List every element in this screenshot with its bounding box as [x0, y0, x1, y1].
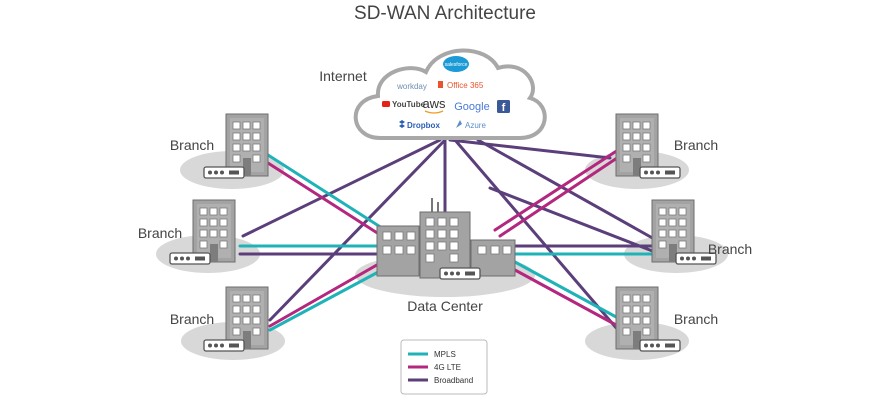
svg-text:Office 365: Office 365 — [447, 81, 484, 90]
branch-router-icon — [639, 166, 681, 179]
svg-text:f: f — [502, 102, 506, 114]
legend-label: Broadband — [434, 376, 473, 385]
azure-logo: Azure — [456, 120, 486, 130]
legend-label: MPLS — [434, 350, 456, 359]
dropbox-logo: Dropbox — [399, 120, 440, 130]
branch-router-icon — [639, 339, 681, 352]
legend-item-mpls: MPLS — [408, 350, 456, 359]
office365-logo: Office 365 — [438, 81, 484, 90]
branch-left-top: Branch — [170, 113, 269, 179]
aws-logo: aws — [422, 96, 446, 114]
youtube-logo: YouTube — [382, 100, 426, 109]
branch-right-top: Branch — [615, 113, 718, 179]
legend-label: 4G LTE — [434, 363, 461, 372]
branch-label: Branch — [138, 225, 182, 241]
branch-left-bottom: Branch — [170, 286, 269, 352]
branch-right-bottom: Branch — [615, 286, 718, 352]
internet-label: Internet — [319, 68, 367, 84]
branch-router-icon — [203, 166, 245, 179]
branch-router-icon — [169, 252, 211, 265]
legend: MPLS 4G LTE Broadband — [400, 339, 488, 395]
svg-text:YouTube: YouTube — [392, 100, 426, 109]
branch-label: Branch — [170, 311, 214, 327]
salesforce-logo: salesforce — [443, 56, 469, 72]
data-center: Data Center — [376, 198, 516, 314]
lte-links — [266, 148, 622, 328]
branch-label: Branch — [674, 137, 718, 153]
facebook-icon: f — [497, 100, 510, 114]
legend-item-broadband: Broadband — [408, 376, 473, 385]
branch-router-icon — [203, 339, 245, 352]
mpls-links — [238, 153, 654, 332]
workday-logo: workday — [396, 82, 427, 91]
branch-label: Branch — [708, 241, 752, 257]
google-logo: Google — [454, 101, 489, 113]
svg-text:aws: aws — [422, 96, 446, 111]
diagram-title: SD-WAN Architecture — [354, 3, 536, 24]
datacenter-label: Data Center — [407, 298, 483, 314]
connections — [238, 138, 658, 332]
internet-cloud: Internet salesforce workday Office 365 Y… — [319, 48, 547, 140]
branch-right-middle: Branch — [651, 199, 752, 265]
branch-label: Branch — [674, 311, 718, 327]
datacenter-router-icon — [439, 267, 481, 280]
svg-text:salesforce: salesforce — [445, 62, 468, 68]
branch-label: Branch — [170, 137, 214, 153]
svg-text:Dropbox: Dropbox — [407, 121, 440, 130]
legend-item-lte: 4G LTE — [408, 363, 461, 372]
branch-left-middle: Branch — [138, 199, 236, 265]
svg-text:Azure: Azure — [465, 121, 486, 130]
